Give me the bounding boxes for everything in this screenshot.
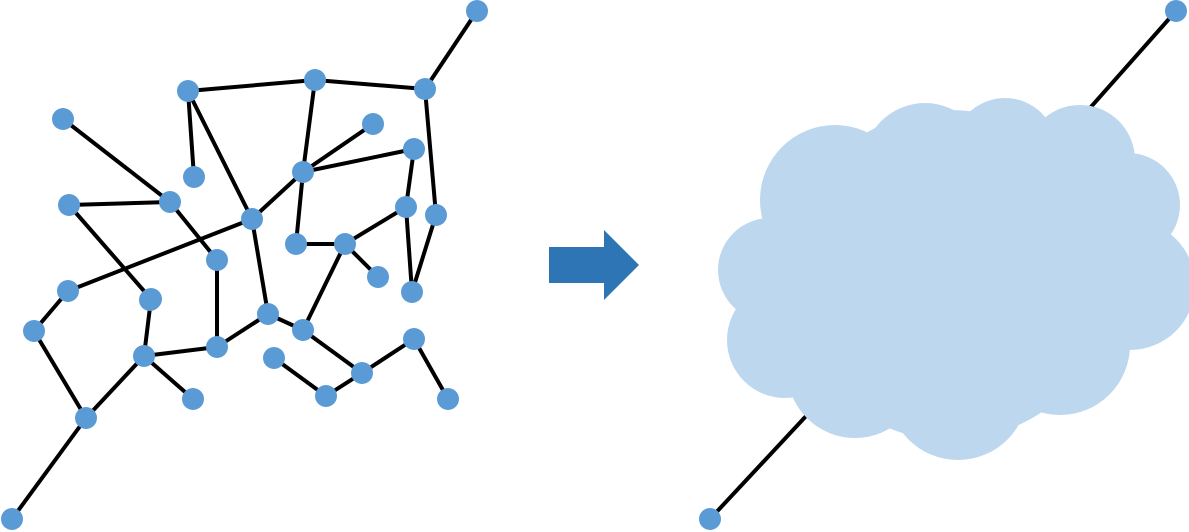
network-edge — [66, 217, 254, 293]
network-node — [403, 138, 425, 160]
network-node — [285, 233, 307, 255]
network-node — [206, 249, 228, 271]
network-edge — [410, 213, 438, 294]
network-cloud — [718, 98, 1189, 460]
network-node — [401, 281, 423, 303]
network-node — [403, 328, 425, 350]
network-edge — [250, 217, 270, 316]
network-node — [159, 191, 181, 213]
network-node — [395, 196, 417, 218]
network-edge — [301, 78, 317, 174]
left-network-nodes — [1, 0, 488, 530]
network-node — [1, 508, 23, 530]
network-edge — [423, 87, 438, 217]
network-edge — [61, 117, 172, 204]
network-node — [23, 320, 45, 342]
network-node — [315, 385, 337, 407]
network-edge — [404, 205, 414, 294]
network-edge — [250, 170, 305, 221]
network-node — [183, 166, 205, 188]
transform-arrow — [549, 230, 639, 300]
left-network-edges — [10, 9, 479, 521]
network-edge — [168, 200, 219, 262]
network-node — [292, 319, 314, 341]
network-edge — [186, 78, 317, 93]
network-edge — [142, 345, 219, 358]
network-node — [414, 78, 436, 100]
network-edge — [343, 205, 408, 246]
network-node — [257, 303, 279, 325]
network-edge — [423, 9, 479, 91]
network-edge — [301, 242, 347, 332]
network-edge — [186, 89, 196, 179]
network-node — [52, 108, 74, 130]
network-edge — [32, 329, 88, 420]
network-node — [292, 161, 314, 183]
network-node — [241, 208, 263, 230]
network-node — [425, 204, 447, 226]
network-node — [139, 289, 161, 311]
network-edge — [294, 170, 305, 246]
network-node — [351, 362, 373, 384]
right-network-node-top — [1165, 0, 1187, 22]
network-edge — [67, 200, 172, 207]
network-edge — [84, 354, 146, 420]
network-edge — [412, 337, 450, 401]
right-network-node-bottom — [699, 508, 721, 530]
network-edge — [301, 122, 375, 174]
network-node — [367, 266, 389, 288]
network-edge — [301, 328, 364, 375]
network-node — [133, 345, 155, 367]
network-node — [263, 347, 285, 369]
network-edge — [186, 89, 254, 221]
network-edge — [301, 147, 416, 174]
network-node — [466, 0, 488, 22]
network-edge — [67, 203, 153, 301]
network-node — [362, 113, 384, 135]
network-node — [206, 336, 228, 358]
network-node — [75, 407, 97, 429]
network-node — [57, 280, 79, 302]
cloud-lobe — [950, 155, 1150, 355]
network-node — [182, 388, 204, 410]
network-edge — [10, 416, 88, 521]
network-edge — [313, 78, 427, 91]
network-node — [304, 69, 326, 91]
network-node — [58, 194, 80, 216]
network-node — [334, 233, 356, 255]
network-node — [437, 388, 459, 410]
network-node — [177, 80, 199, 102]
